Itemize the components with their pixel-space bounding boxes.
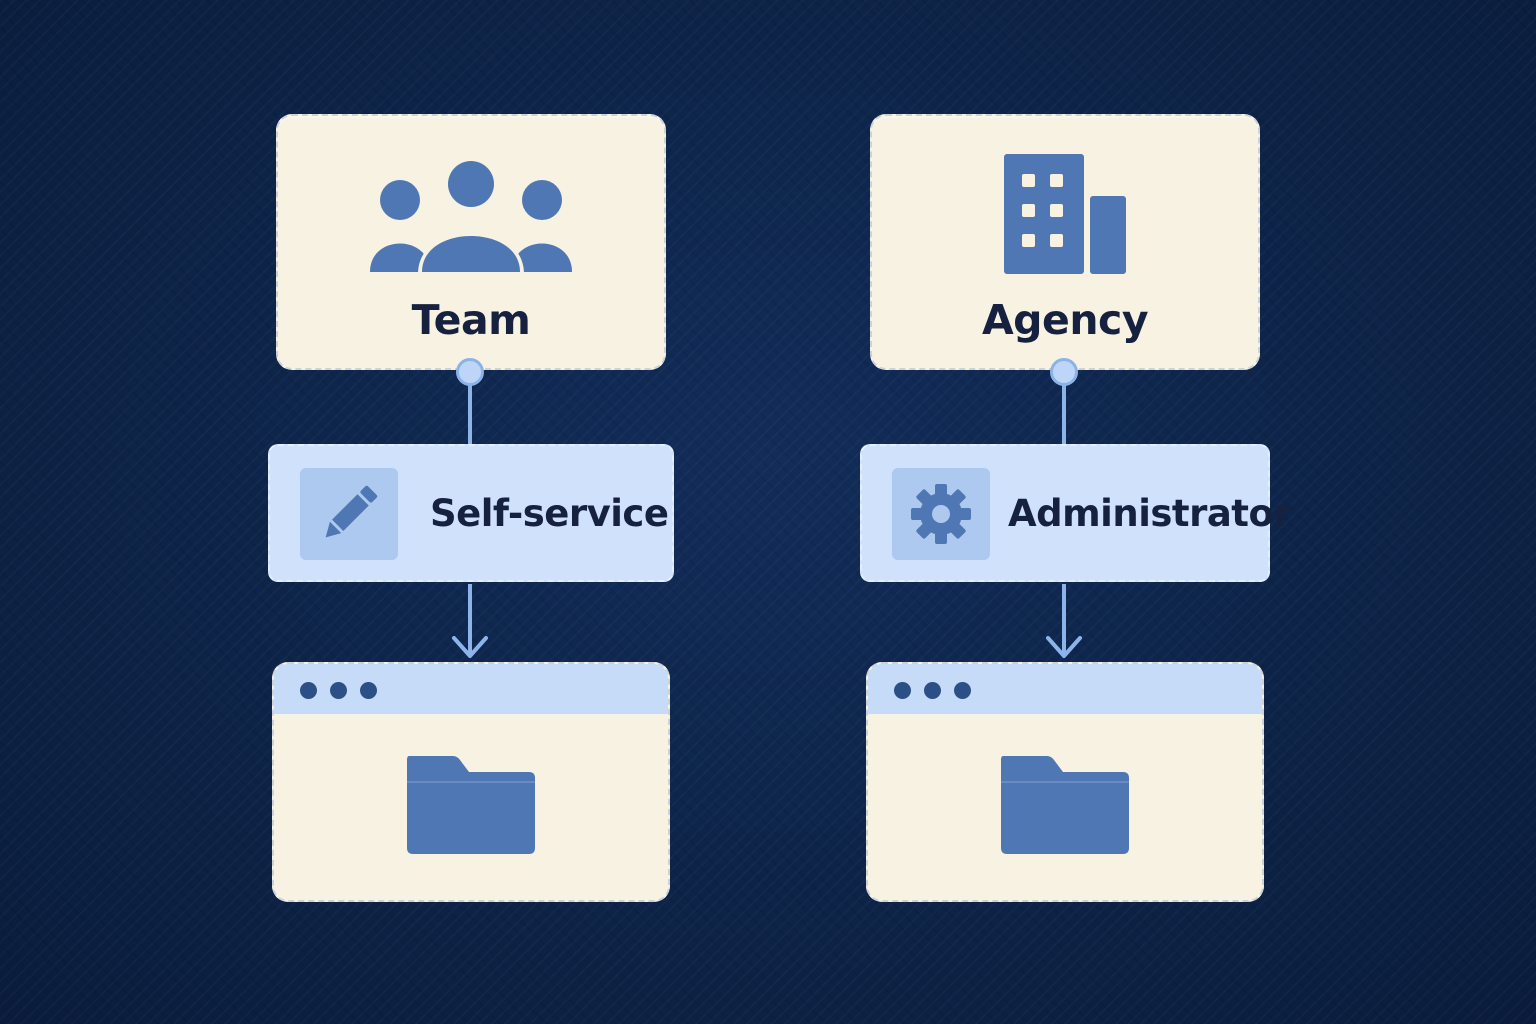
role-box-self-service: Self-service (268, 444, 674, 582)
entity-label: Agency (981, 296, 1149, 344)
window-dot (360, 682, 377, 699)
target-window (272, 662, 670, 902)
folder-icon (407, 756, 535, 854)
window-dot (924, 682, 941, 699)
entity-card-agency: Agency (870, 114, 1260, 370)
flow-arrow (452, 584, 488, 658)
target-window (866, 662, 1264, 902)
office-building-icon (1004, 154, 1126, 274)
connector-dot (1050, 358, 1078, 386)
role-box-administrator: Administrator (860, 444, 1292, 582)
window-dot (894, 682, 911, 699)
pencil-icon (325, 485, 378, 538)
flow-column-team: Team Self-service (262, 0, 682, 1024)
entity-card-team: Team (276, 114, 666, 370)
gear-icon (911, 484, 971, 544)
window-dot (300, 682, 317, 699)
window-title-bar (868, 664, 1262, 714)
role-label: Self-service (430, 492, 669, 535)
role-icon-tile (300, 468, 398, 560)
role-icon-tile (892, 468, 990, 560)
flow-arrow (1046, 584, 1082, 658)
window-title-bar (274, 664, 668, 714)
connector-dot (456, 358, 484, 386)
connector-line (468, 384, 472, 446)
flow-column-agency: Agency Administrator (856, 0, 1292, 1024)
entity-label: Team (411, 296, 531, 344)
role-label: Administrator (1008, 492, 1292, 535)
connector-line (1062, 384, 1066, 446)
team-people-icon (370, 158, 572, 274)
window-dot (954, 682, 971, 699)
folder-icon (1001, 756, 1129, 854)
window-dot (330, 682, 347, 699)
